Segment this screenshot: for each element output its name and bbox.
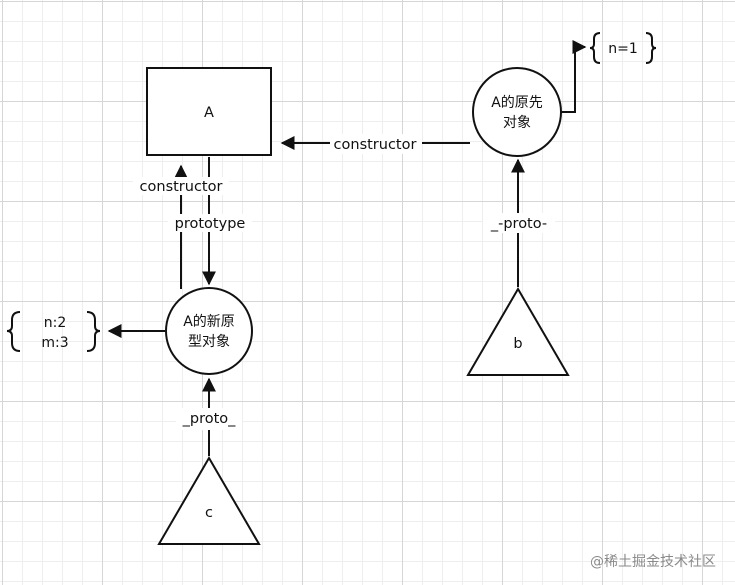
edge-prototype: constructor prototype <box>133 157 252 286</box>
orig-prop-n: n=1 <box>608 41 638 57</box>
object-orig-props: n=1 <box>589 32 657 64</box>
edge-constructor-top: constructor <box>280 134 470 154</box>
new-prop-n: n:2 <box>44 315 67 331</box>
new-prop-m: m:3 <box>41 335 68 351</box>
circle-new-prototype-line2: 型对象 <box>188 334 230 350</box>
box-a[interactable]: A <box>146 67 272 156</box>
circle-new-prototype-line1: A的新原 <box>183 314 235 330</box>
circle-new-prototype[interactable]: A的新原 型对象 <box>165 287 253 375</box>
triangle-b-label: b <box>513 336 522 352</box>
box-a-label: A <box>204 105 214 121</box>
watermark-text: @稀土掘金技术社区 <box>590 554 716 570</box>
edge-constructor-left-label: constructor <box>140 179 223 195</box>
object-new-props: n:2 m:3 <box>6 311 101 352</box>
circle-original-prototype[interactable]: A的原先 对象 <box>472 67 562 157</box>
edge-orig-props <box>561 40 587 113</box>
edge-proto-c-label: _proto_ <box>182 411 237 427</box>
edge-proto-b: _-proto- <box>483 158 555 287</box>
edge-proto-b-label: _-proto- <box>490 216 547 232</box>
triangle-c-label: c <box>205 505 213 521</box>
circle-original-prototype-line2: 对象 <box>503 115 531 131</box>
edge-prototype-label: prototype <box>175 216 246 232</box>
triangle-b[interactable]: b <box>466 287 570 376</box>
edge-constructor-top-label: constructor <box>334 137 417 153</box>
circle-original-prototype-line1: A的原先 <box>491 95 543 111</box>
edge-proto-c: _proto_ <box>176 377 242 456</box>
triangle-c[interactable]: c <box>157 456 261 545</box>
